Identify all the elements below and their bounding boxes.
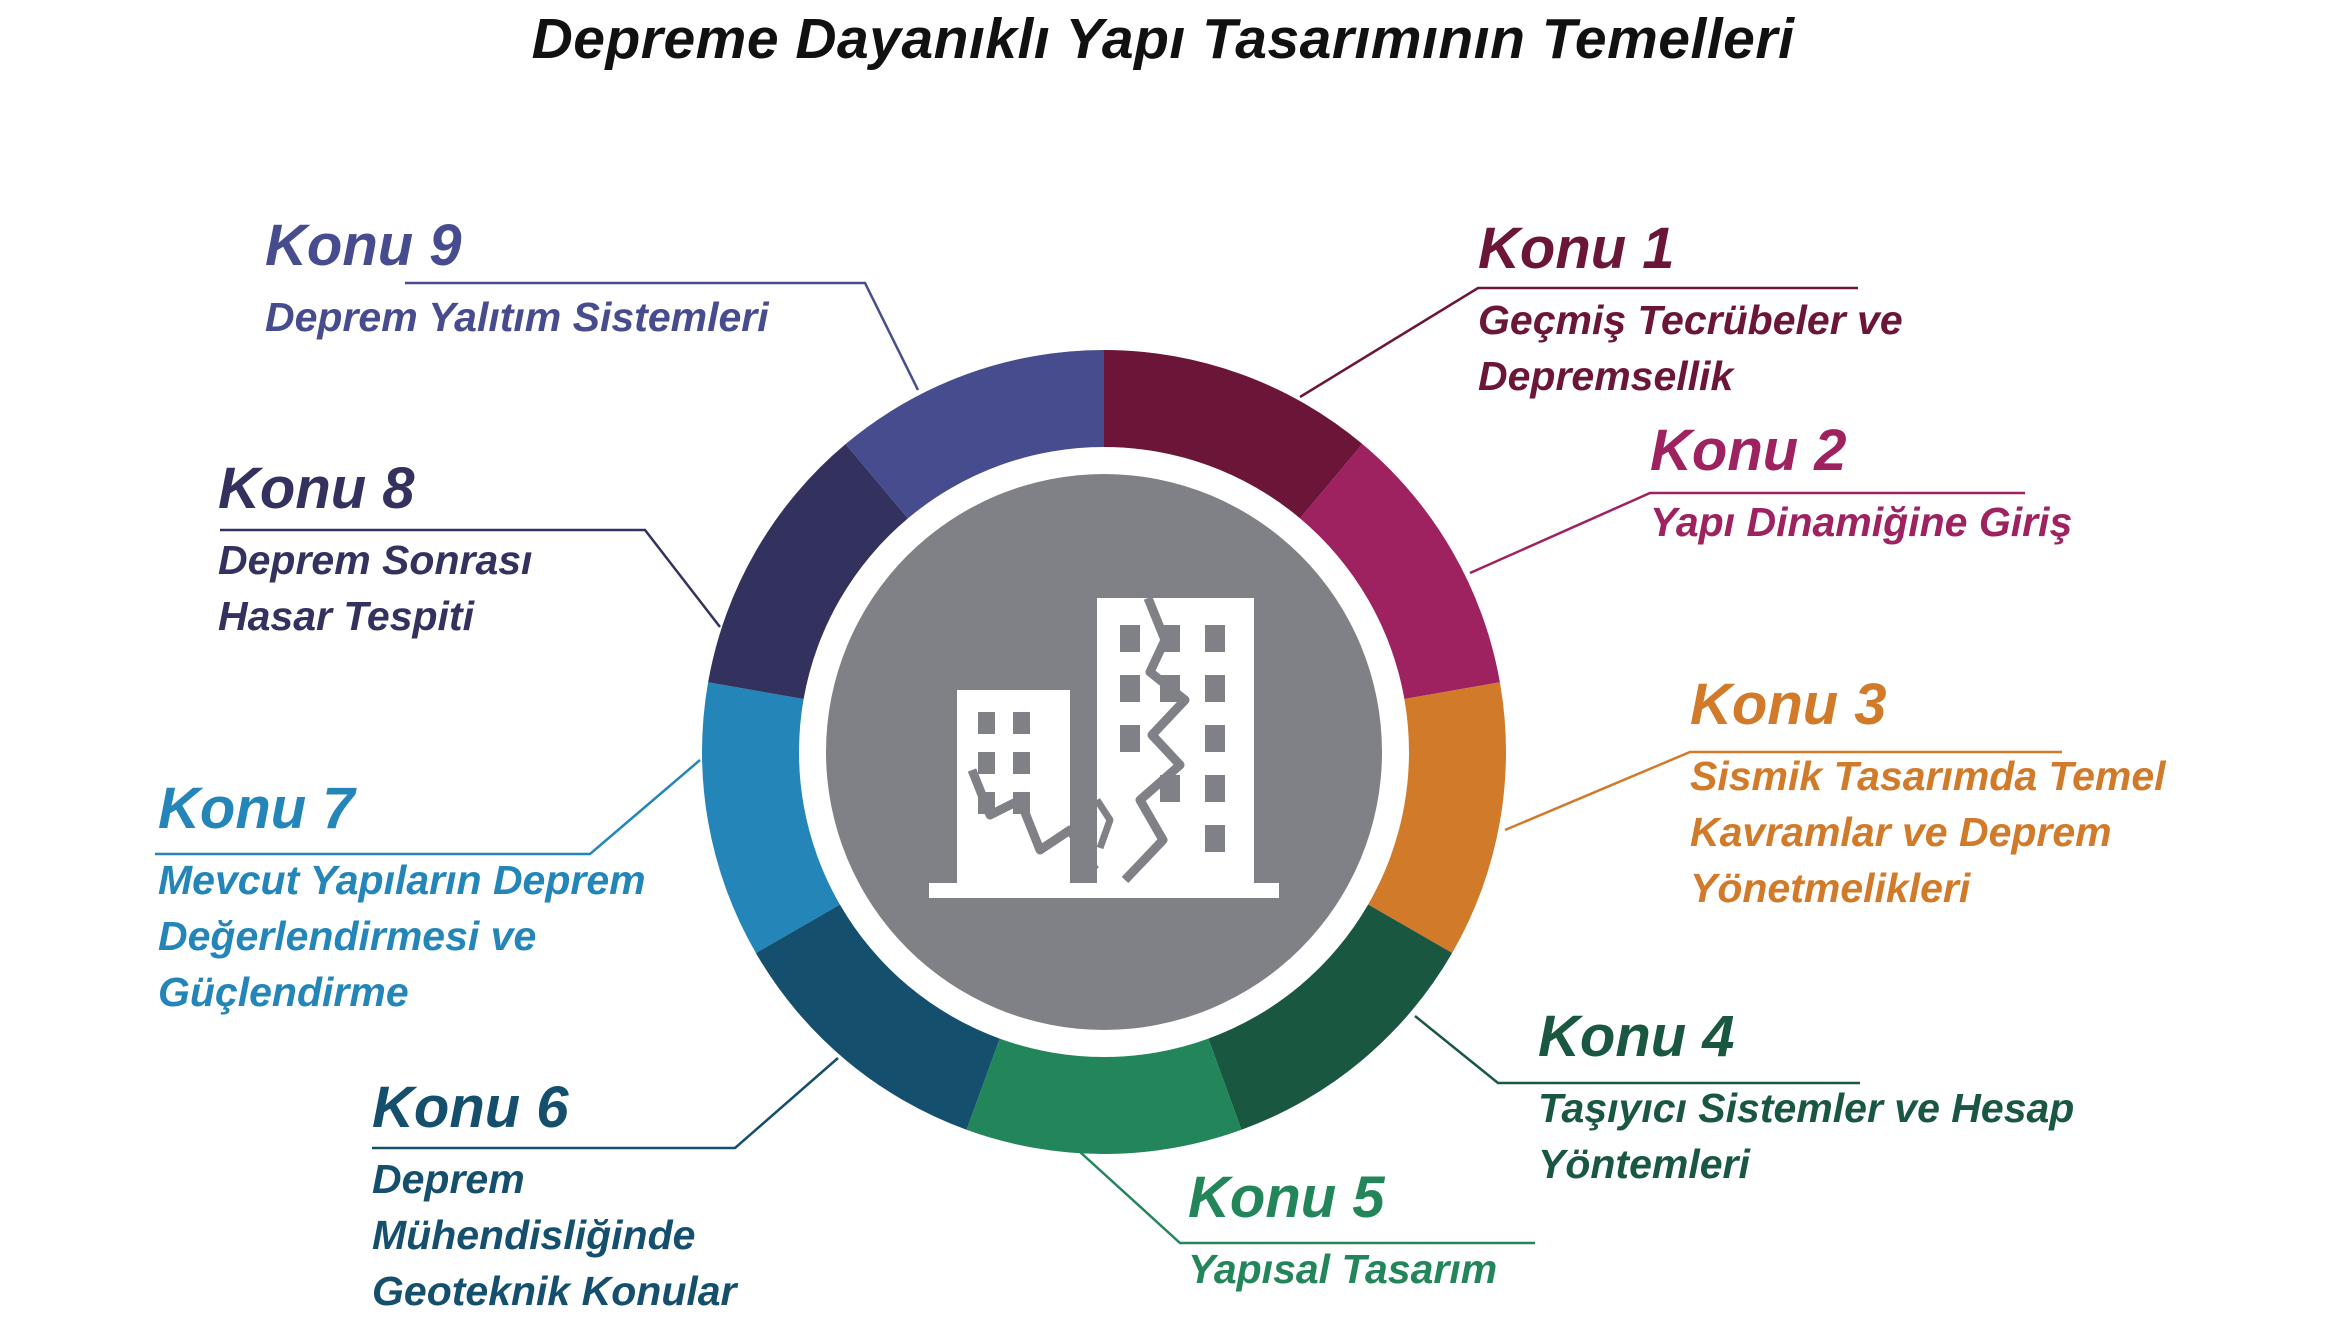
topic-description-line: Geoteknik Konular [372, 1268, 737, 1314]
topic-description-line: Taşıyıcı Sistemler ve Hesap [1538, 1085, 2075, 1131]
ring-segment-konu-7 [702, 682, 840, 953]
topic-heading: Konu 5 [1188, 1165, 1385, 1230]
ring-segment-konu-1 [1104, 350, 1363, 519]
ring-segment-konu-5 [966, 1038, 1242, 1154]
page-title: Depreme Dayanıklı Yapı Tasarımının Temel… [531, 7, 1795, 71]
topic-description: Yapı Dinamiğine Giriş [1650, 494, 2072, 550]
connector-lines [155, 281, 2062, 1245]
topic-description-line: Deprem Yalıtım Sistemleri [265, 294, 769, 340]
topic-heading: Konu 1 [1478, 216, 1675, 281]
topic-description-line: Yöntemleri [1538, 1141, 1750, 1187]
ring-segment-konu-2 [1300, 444, 1500, 700]
topic-heading: Konu 9 [265, 213, 462, 278]
topic-konu-9: Konu 9 Deprem Yalıtım Sistemleri [265, 213, 769, 345]
connector-line-konu-2 [1469, 491, 2025, 575]
connector-line-konu-1 [1299, 286, 1858, 399]
connector-line-konu-8 [220, 528, 721, 628]
topic-description-line: Depremsellik [1478, 353, 1734, 399]
connector-line-konu-4 [1414, 1015, 1860, 1085]
topic-description: Yapısal Tasarım [1188, 1241, 1497, 1297]
topic-description-line: Deprem Sonrası [218, 537, 533, 583]
topic-description-line: Sismik Tasarımda Temel [1690, 753, 2166, 799]
topic-heading: Konu 6 [372, 1075, 569, 1140]
topic-konu-1: Konu 1 Geçmiş Tecrübeler ve Depremsellik [1478, 216, 1903, 404]
topic-description: Deprem Yalıtım Sistemleri [265, 289, 769, 345]
topic-konu-5: Konu 5 Yapısal Tasarım [1188, 1165, 1497, 1297]
topic-heading: Konu 7 [158, 776, 355, 841]
topic-description-line: Geçmiş Tecrübeler ve [1478, 297, 1903, 343]
topic-description-line: Deprem [372, 1156, 525, 1202]
topic-description-line: Yapısal Tasarım [1188, 1246, 1498, 1292]
ring-segment-konu-4 [1208, 904, 1453, 1130]
topic-description-line: Yönetmelikleri [1690, 865, 1971, 911]
ring-segment-konu-8 [708, 444, 908, 700]
topic-description-line: Kavramlar ve Deprem [1690, 809, 2112, 855]
connector-line-konu-9 [405, 281, 920, 391]
topic-description-line: Hasar Tespiti [218, 593, 474, 639]
damaged-buildings-icon [929, 596, 1279, 898]
ring-segment-konu-6 [755, 904, 1000, 1130]
topic-description: Geçmiş Tecrübeler ve Depremsellik [1478, 292, 1903, 404]
topic-description-line: Güçlendirme [158, 969, 409, 1015]
connector-line-konu-3 [1504, 750, 2062, 832]
topic-ring [702, 350, 1506, 1154]
ring-segment-konu-9 [845, 350, 1104, 519]
topic-heading: Konu 3 [1690, 672, 1887, 737]
topic-heading: Konu 4 [1538, 1004, 1735, 1069]
topic-description-line: Mevcut Yapıların Deprem [158, 857, 646, 903]
connector-line-konu-6 [372, 1057, 839, 1150]
topic-heading: Konu 2 [1650, 418, 1847, 483]
ring-segment-konu-3 [1368, 682, 1506, 953]
topic-konu-2: Konu 2 Yapı Dinamiğine Giriş [1650, 418, 2072, 550]
topic-description-line: Değerlendirmesi ve [158, 913, 537, 959]
topic-description-line: Mühendisliğinde [372, 1212, 696, 1258]
connector-line-konu-7 [155, 759, 701, 856]
topic-heading: Konu 8 [218, 456, 415, 521]
connector-line-konu-5 [1079, 1151, 1535, 1245]
topic-description-line: Yapı Dinamiğine Giriş [1650, 499, 2073, 545]
